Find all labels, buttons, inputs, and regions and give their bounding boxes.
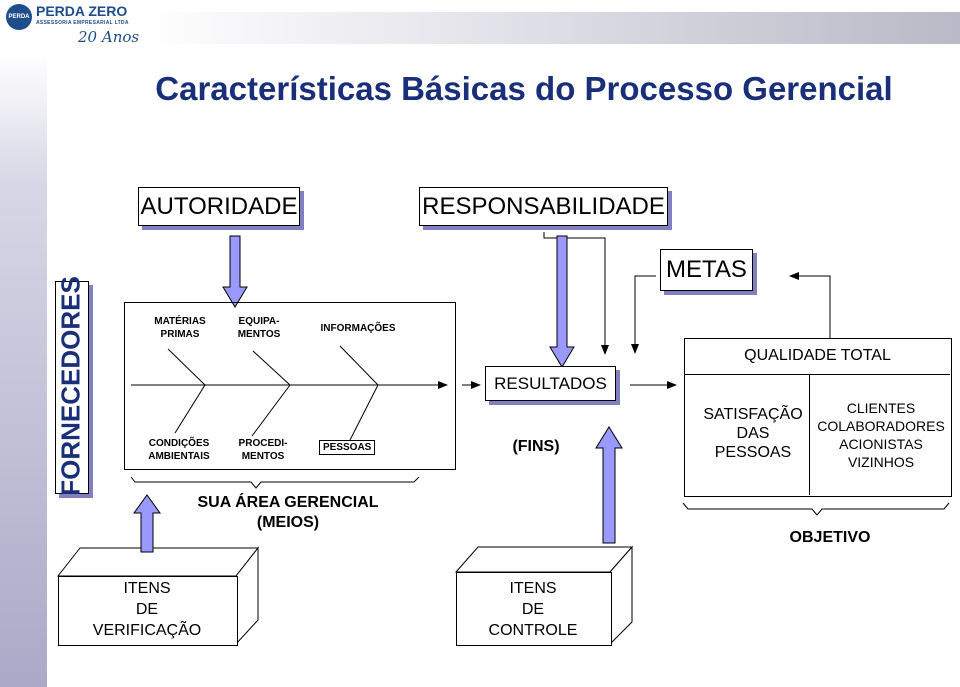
objetivo-label: OBJETIVO [789, 529, 871, 546]
connector-responsabilidade-resultados [543, 232, 609, 355]
arrow-responsabilidade-down [549, 235, 575, 368]
fins-label: (FINS) [512, 438, 560, 455]
connector-feedback-metas [789, 272, 831, 338]
cube-top-verificacao [56, 547, 260, 577]
arrow-verificacao-up [133, 494, 161, 553]
label-procedimentos: PROCEDI-MENTOS [238, 438, 288, 462]
area-gerencial-label: SUA ÁREA GERENCIAL(MEIOS) [197, 494, 379, 531]
qualidade-divider [684, 374, 950, 375]
fornecedores-box [55, 281, 89, 494]
area-gerencial-box [124, 302, 456, 470]
resultados-box: RESULTADOS [485, 366, 616, 401]
fornecedores-label: FORNECEDORES [55, 276, 86, 496]
bone-materias [167, 348, 206, 386]
label-informacoes: INFORMAÇÕES [320, 323, 396, 334]
bone-procedimentos [251, 384, 291, 437]
label-pessoas: PESSOAS [319, 440, 376, 455]
logo-anniversary: 20 Anos [78, 28, 140, 46]
bone-pessoas [349, 384, 379, 441]
arrow-autoridade-down [222, 235, 248, 308]
label-equipamentos: EQUIPA-MENTOS [237, 316, 281, 340]
logo-name: PERDA ZERO [36, 3, 128, 19]
arrow-controle-up [595, 426, 623, 544]
autoridade-box: AUTORIDADE [138, 187, 300, 226]
logo-subtitle: ASSESSORIA EMPRESARIAL LTDA [36, 20, 129, 26]
itens-verificacao-box [58, 576, 238, 646]
connector-metas-resultados [631, 275, 656, 354]
bone-equipamentos [252, 350, 291, 386]
itens-controle-box [456, 572, 612, 646]
page-title: Características Básicas do Processo Gere… [155, 70, 893, 107]
brace-meios [130, 476, 420, 489]
logo-badge: PERDA [6, 4, 32, 30]
header-gradient-bar [140, 12, 960, 44]
metas-box: METAS [660, 249, 753, 291]
qualidade-total-box [684, 338, 952, 497]
company-logo: PERDA PERDA ZERO ASSESSORIA EMPRESARIAL … [0, 0, 140, 55]
qualidade-separator [809, 374, 810, 495]
cube-top-controle [454, 546, 634, 573]
responsabilidade-box: RESPONSABILIDADE [419, 187, 668, 226]
left-gradient-bar [0, 55, 47, 687]
bone-informacoes [339, 345, 379, 386]
bone-condicoes [174, 384, 206, 434]
brace-objetivo [682, 502, 950, 516]
qualidade-total-header: QUALIDADE TOTAL [744, 347, 891, 364]
